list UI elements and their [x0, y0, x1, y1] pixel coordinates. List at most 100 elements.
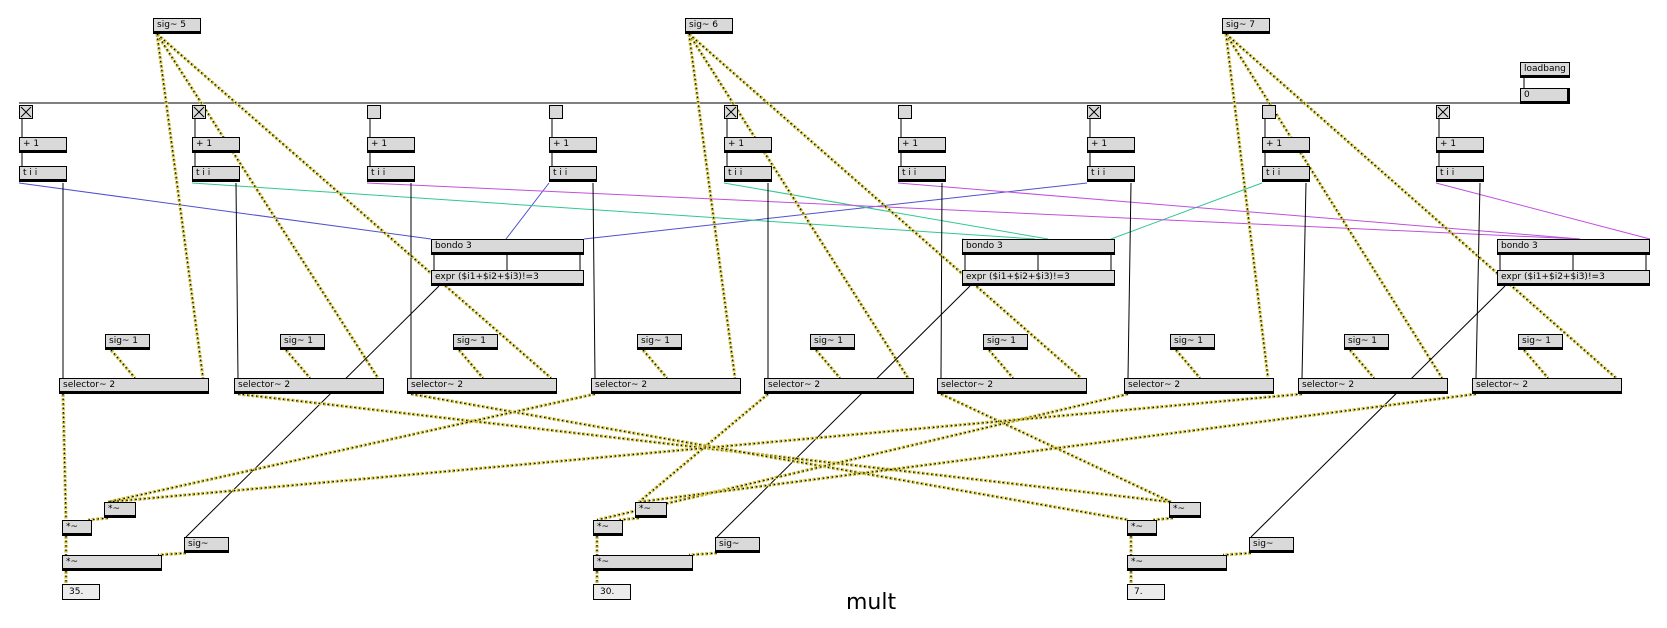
- signal-cord-dash: [156, 33, 379, 379]
- signal-cord-dash: [618, 517, 640, 521]
- trigger-object[interactable]: t i i: [19, 166, 67, 182]
- signal-cord-dash: [1225, 33, 1269, 379]
- signal-cord-dash: [110, 349, 136, 379]
- expr-object[interactable]: expr ($i1+$i2+$i3)!=3: [1497, 270, 1650, 286]
- trigger-object[interactable]: t i i: [192, 166, 240, 182]
- sig-source-object[interactable]: sig~ 7: [1222, 18, 1270, 34]
- trigger-object[interactable]: t i i: [724, 166, 772, 182]
- multiply-object[interactable]: *~: [1169, 502, 1201, 518]
- toggle-check-icon: [193, 106, 205, 118]
- signal-cord-dash: [688, 552, 718, 556]
- toggle[interactable]: [1087, 105, 1101, 119]
- multiply-object[interactable]: *~: [62, 520, 92, 536]
- expr-object[interactable]: expr ($i1+$i2+$i3)!=3: [962, 270, 1115, 286]
- output-number-box[interactable]: 7.: [1127, 584, 1165, 600]
- sig-source-object[interactable]: sig~ 6: [685, 18, 733, 34]
- toggle-check-icon: [1088, 106, 1100, 118]
- bondo-object[interactable]: bondo 3: [962, 239, 1115, 255]
- toggle[interactable]: [1436, 105, 1450, 119]
- toggle-check-icon: [725, 106, 737, 118]
- signal-cord-dash: [107, 393, 1303, 503]
- signal-cord-dash: [87, 517, 109, 521]
- signal-cord-dash: [285, 349, 311, 379]
- output-number-box[interactable]: 35.: [62, 584, 100, 600]
- trigger-object[interactable]: t i i: [367, 166, 415, 182]
- signal-cord: [1224, 33, 1270, 379]
- signal-cord: [687, 33, 737, 379]
- sig-one-object[interactable]: sig~ 1: [453, 334, 498, 350]
- trigger-object[interactable]: t i i: [1436, 166, 1484, 182]
- toggle[interactable]: [367, 105, 381, 119]
- toggle[interactable]: [19, 105, 33, 119]
- sig-one-object[interactable]: sig~ 1: [280, 334, 325, 350]
- trigger-object[interactable]: t i i: [898, 166, 946, 182]
- multiply-object[interactable]: *~: [62, 555, 162, 571]
- bondo-cord: [366, 182, 1581, 240]
- increment-object[interactable]: + 1: [192, 137, 240, 153]
- increment-object[interactable]: + 1: [1436, 137, 1484, 153]
- multiply-object[interactable]: *~: [593, 520, 623, 536]
- signal-cord: [687, 32, 1083, 380]
- sig-one-object[interactable]: sig~ 1: [105, 334, 150, 350]
- selector-object[interactable]: selector~ 2: [937, 378, 1087, 394]
- sig-one-object[interactable]: sig~ 1: [1344, 334, 1389, 350]
- expr-object[interactable]: expr ($i1+$i2+$i3)!=3: [431, 270, 584, 286]
- sig-source-object[interactable]: sig~ 5: [153, 18, 201, 34]
- signal-cord-dash: [688, 33, 736, 379]
- increment-object[interactable]: + 1: [549, 137, 597, 153]
- selector-object[interactable]: selector~ 2: [1472, 378, 1622, 394]
- init-message-box[interactable]: 0: [1520, 88, 1570, 104]
- increment-object[interactable]: + 1: [1262, 137, 1310, 153]
- signal-cord-dash: [1225, 33, 1443, 379]
- control-cord: [1475, 182, 1481, 379]
- selector-object[interactable]: selector~ 2: [1298, 378, 1448, 394]
- control-cord: [185, 285, 440, 538]
- increment-object[interactable]: + 1: [19, 137, 67, 153]
- sig-object[interactable]: sig~: [715, 537, 760, 553]
- sig-one-object[interactable]: sig~ 1: [1170, 334, 1215, 350]
- multiply-object[interactable]: *~: [104, 502, 136, 518]
- sig-one-object[interactable]: sig~ 1: [1518, 334, 1563, 350]
- patch-caption: mult: [846, 590, 897, 615]
- bondo-object[interactable]: bondo 3: [431, 239, 584, 255]
- toggle[interactable]: [898, 105, 912, 119]
- trigger-object[interactable]: t i i: [1262, 166, 1310, 182]
- toggle[interactable]: [724, 105, 738, 119]
- control-cord: [1250, 285, 1506, 538]
- bondo-object[interactable]: bondo 3: [1497, 239, 1650, 255]
- sig-one-object[interactable]: sig~ 1: [983, 334, 1028, 350]
- sig-object[interactable]: sig~: [1249, 537, 1294, 553]
- sig-one-object[interactable]: sig~ 1: [637, 334, 682, 350]
- toggle[interactable]: [549, 105, 563, 119]
- selector-object[interactable]: selector~ 2: [407, 378, 557, 394]
- selector-object[interactable]: selector~ 2: [59, 378, 209, 394]
- toggle[interactable]: [192, 105, 206, 119]
- trigger-object[interactable]: t i i: [1087, 166, 1135, 182]
- multiply-object[interactable]: *~: [1127, 555, 1227, 571]
- loadbang-object[interactable]: loadbang: [1520, 62, 1570, 78]
- increment-object[interactable]: + 1: [898, 137, 946, 153]
- signal-cord-dash: [638, 393, 769, 503]
- output-number-box[interactable]: 30.: [593, 584, 631, 600]
- multiply-object[interactable]: *~: [635, 502, 667, 518]
- increment-object[interactable]: + 1: [724, 137, 772, 153]
- control-cord: [592, 182, 596, 379]
- sig-object[interactable]: sig~: [184, 537, 229, 553]
- multiply-object[interactable]: *~: [593, 555, 693, 571]
- signal-cord-dash: [157, 552, 187, 556]
- signal-cord-dash: [638, 393, 1477, 503]
- selector-object[interactable]: selector~ 2: [591, 378, 741, 394]
- signal-cord: [107, 392, 596, 504]
- bondo-cord: [583, 182, 1088, 240]
- trigger-object[interactable]: t i i: [549, 166, 597, 182]
- toggle[interactable]: [1262, 105, 1276, 119]
- bondo-cord: [1435, 182, 1651, 240]
- increment-object[interactable]: + 1: [1087, 137, 1135, 153]
- sig-one-object[interactable]: sig~ 1: [810, 334, 855, 350]
- multiply-object[interactable]: *~: [1127, 520, 1157, 536]
- increment-object[interactable]: + 1: [367, 137, 415, 153]
- selector-object[interactable]: selector~ 2: [234, 378, 384, 394]
- selector-object[interactable]: selector~ 2: [1124, 378, 1274, 394]
- selector-object[interactable]: selector~ 2: [764, 378, 914, 394]
